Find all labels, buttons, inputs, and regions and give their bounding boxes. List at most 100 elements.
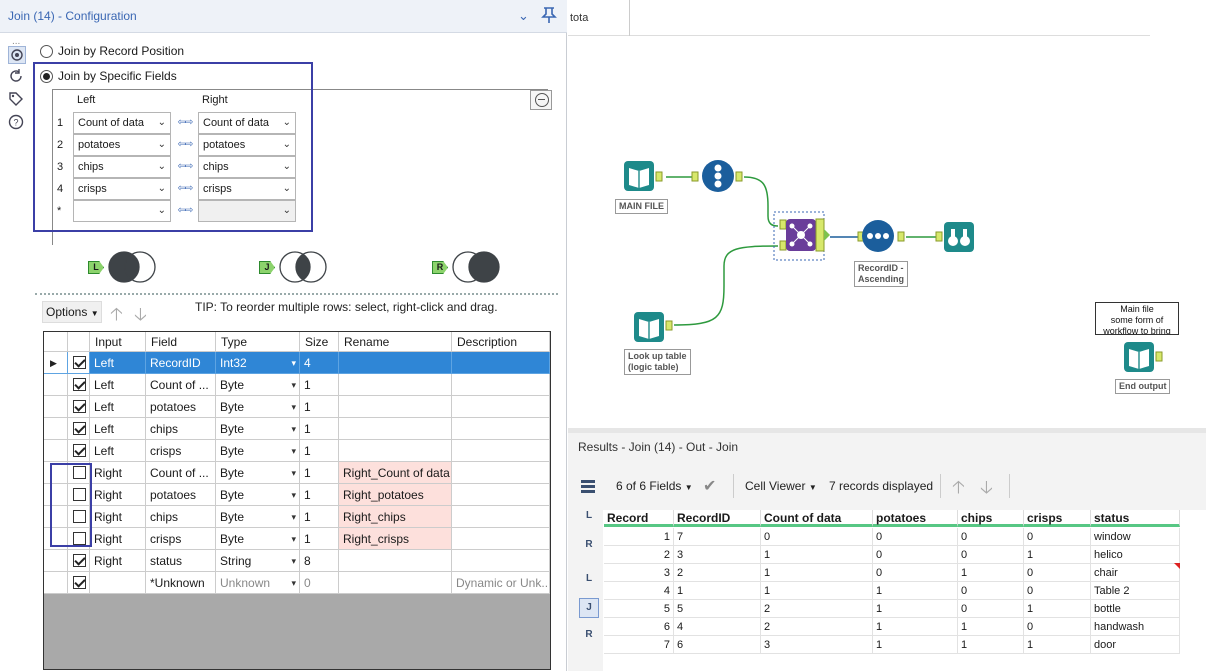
- right-field-select[interactable]: ⌄: [198, 200, 296, 222]
- swap-arrows-icon[interactable]: ⇦⇨: [177, 161, 194, 172]
- anchor-r-icon[interactable]: R: [579, 626, 599, 646]
- options-dropdown[interactable]: Options ▼: [42, 301, 102, 323]
- right-field-select[interactable]: Count of data⌄: [198, 112, 296, 134]
- cell-type[interactable]: Byte▾: [216, 462, 300, 484]
- table-header-rename[interactable]: Rename: [339, 332, 452, 352]
- cell-type[interactable]: Byte▾: [216, 396, 300, 418]
- cell-description[interactable]: [452, 484, 550, 506]
- venn-join-j-icon[interactable]: [277, 250, 329, 284]
- swap-arrows-icon[interactable]: ⇦⇨: [177, 183, 194, 194]
- cell-description[interactable]: [452, 506, 550, 528]
- venn-join-r-icon[interactable]: [450, 250, 502, 284]
- table-header-size[interactable]: Size: [300, 332, 339, 352]
- anchor-l-icon[interactable]: L: [579, 507, 599, 527]
- table-header-type[interactable]: Type: [216, 332, 300, 352]
- cell-description[interactable]: [452, 352, 550, 374]
- fields-selector[interactable]: 6 of 6 Fields ▼: [616, 479, 693, 493]
- row-selector[interactable]: [44, 396, 68, 418]
- cell-type[interactable]: Byte▾: [216, 374, 300, 396]
- table-header-field[interactable]: Field: [146, 332, 216, 352]
- results-header-crisps[interactable]: crisps: [1024, 510, 1091, 527]
- left-field-select[interactable]: crisps⌄: [73, 178, 171, 200]
- row-selector[interactable]: [44, 528, 68, 550]
- table-header-input[interactable]: Input: [90, 332, 146, 352]
- cell-description[interactable]: [452, 462, 550, 484]
- include-checkbox[interactable]: [73, 510, 86, 523]
- join-tool[interactable]: [773, 211, 830, 261]
- include-checkbox[interactable]: [73, 400, 86, 413]
- right-field-select[interactable]: chips⌄: [198, 156, 296, 178]
- move-down-arrow-icon[interactable]: 🡣: [134, 304, 147, 324]
- row-selector[interactable]: [44, 506, 68, 528]
- cell-rename[interactable]: [339, 396, 452, 418]
- results-header-count-of-data[interactable]: Count of data: [761, 510, 873, 527]
- refresh-icon[interactable]: [8, 68, 26, 86]
- move-up-arrow-icon[interactable]: 🡡: [110, 304, 123, 324]
- pin-icon[interactable]: [541, 6, 557, 24]
- help-icon[interactable]: ?: [8, 114, 26, 132]
- results-header-potatoes[interactable]: potatoes: [873, 510, 958, 527]
- results-header-chips[interactable]: chips: [958, 510, 1024, 527]
- left-field-select[interactable]: potatoes⌄: [73, 134, 171, 156]
- radio-specific-fields[interactable]: [40, 70, 53, 83]
- gear-icon[interactable]: [8, 46, 26, 64]
- chevron-down-icon[interactable]: ⌄: [518, 8, 529, 23]
- cell-rename[interactable]: Right_chips: [339, 506, 452, 528]
- right-field-select[interactable]: crisps⌄: [198, 178, 296, 200]
- row-selector[interactable]: ▶: [44, 352, 68, 374]
- radio-record-position[interactable]: [40, 45, 53, 58]
- cell-type[interactable]: Int32▾: [216, 352, 300, 374]
- row-selector[interactable]: [44, 484, 68, 506]
- anchor-r-icon[interactable]: R: [579, 536, 599, 556]
- row-selector[interactable]: [44, 462, 68, 484]
- results-header-record[interactable]: Record: [604, 510, 674, 527]
- row-selector[interactable]: [44, 374, 68, 396]
- cell-rename[interactable]: [339, 374, 452, 396]
- include-checkbox[interactable]: [73, 444, 86, 457]
- cell-type[interactable]: Byte▾: [216, 528, 300, 550]
- results-header-status[interactable]: status: [1091, 510, 1180, 527]
- include-checkbox[interactable]: [73, 532, 86, 545]
- include-checkbox[interactable]: [73, 576, 86, 589]
- cell-type[interactable]: Unknown▾: [216, 572, 300, 594]
- sort-tool[interactable]: [857, 220, 905, 252]
- anchor-j-icon[interactable]: J: [579, 598, 599, 618]
- cell-rename[interactable]: [339, 550, 452, 572]
- include-checkbox[interactable]: [73, 466, 86, 479]
- row-selector[interactable]: [44, 550, 68, 572]
- table-view-icon[interactable]: [578, 477, 598, 497]
- venn-join-l-icon[interactable]: [106, 250, 158, 284]
- cell-description[interactable]: [452, 528, 550, 550]
- swap-arrows-icon[interactable]: ⇦⇨: [177, 139, 194, 150]
- results-splitter[interactable]: [568, 428, 1206, 433]
- cell-description[interactable]: [452, 396, 550, 418]
- include-checkbox[interactable]: [73, 554, 86, 567]
- scroll-up-arrow-icon[interactable]: 🡡: [952, 477, 965, 497]
- results-header-recordid[interactable]: RecordID: [674, 510, 761, 527]
- anchor-l-icon[interactable]: L: [579, 570, 599, 590]
- tag-icon[interactable]: [8, 91, 26, 109]
- include-checkbox[interactable]: [73, 422, 86, 435]
- cell-rename[interactable]: [339, 572, 452, 594]
- row-selector[interactable]: [44, 440, 68, 462]
- right-field-select[interactable]: potatoes⌄: [198, 134, 296, 156]
- cell-viewer-dropdown[interactable]: Cell Viewer ▼: [745, 479, 817, 493]
- cell-type[interactable]: Byte▾: [216, 484, 300, 506]
- cell-rename[interactable]: [339, 352, 452, 374]
- main-file-input-tool[interactable]: [624, 161, 663, 191]
- swap-arrows-icon[interactable]: ⇦⇨: [177, 205, 194, 216]
- checkmark-icon[interactable]: ✔: [703, 478, 717, 495]
- cell-rename[interactable]: [339, 440, 452, 462]
- end-output-tool[interactable]: [1124, 342, 1163, 372]
- cell-type[interactable]: Byte▾: [216, 418, 300, 440]
- table-header-description[interactable]: Description: [452, 332, 550, 352]
- lookup-input-tool[interactable]: [634, 312, 673, 342]
- swap-arrows-icon[interactable]: ⇦⇨: [177, 117, 194, 128]
- browse-tool[interactable]: [935, 222, 974, 252]
- cell-rename[interactable]: Right_potatoes: [339, 484, 452, 506]
- include-checkbox[interactable]: [73, 488, 86, 501]
- left-field-select[interactable]: chips⌄: [73, 156, 171, 178]
- cell-type[interactable]: String▾: [216, 550, 300, 572]
- cell-rename[interactable]: Right_crisps: [339, 528, 452, 550]
